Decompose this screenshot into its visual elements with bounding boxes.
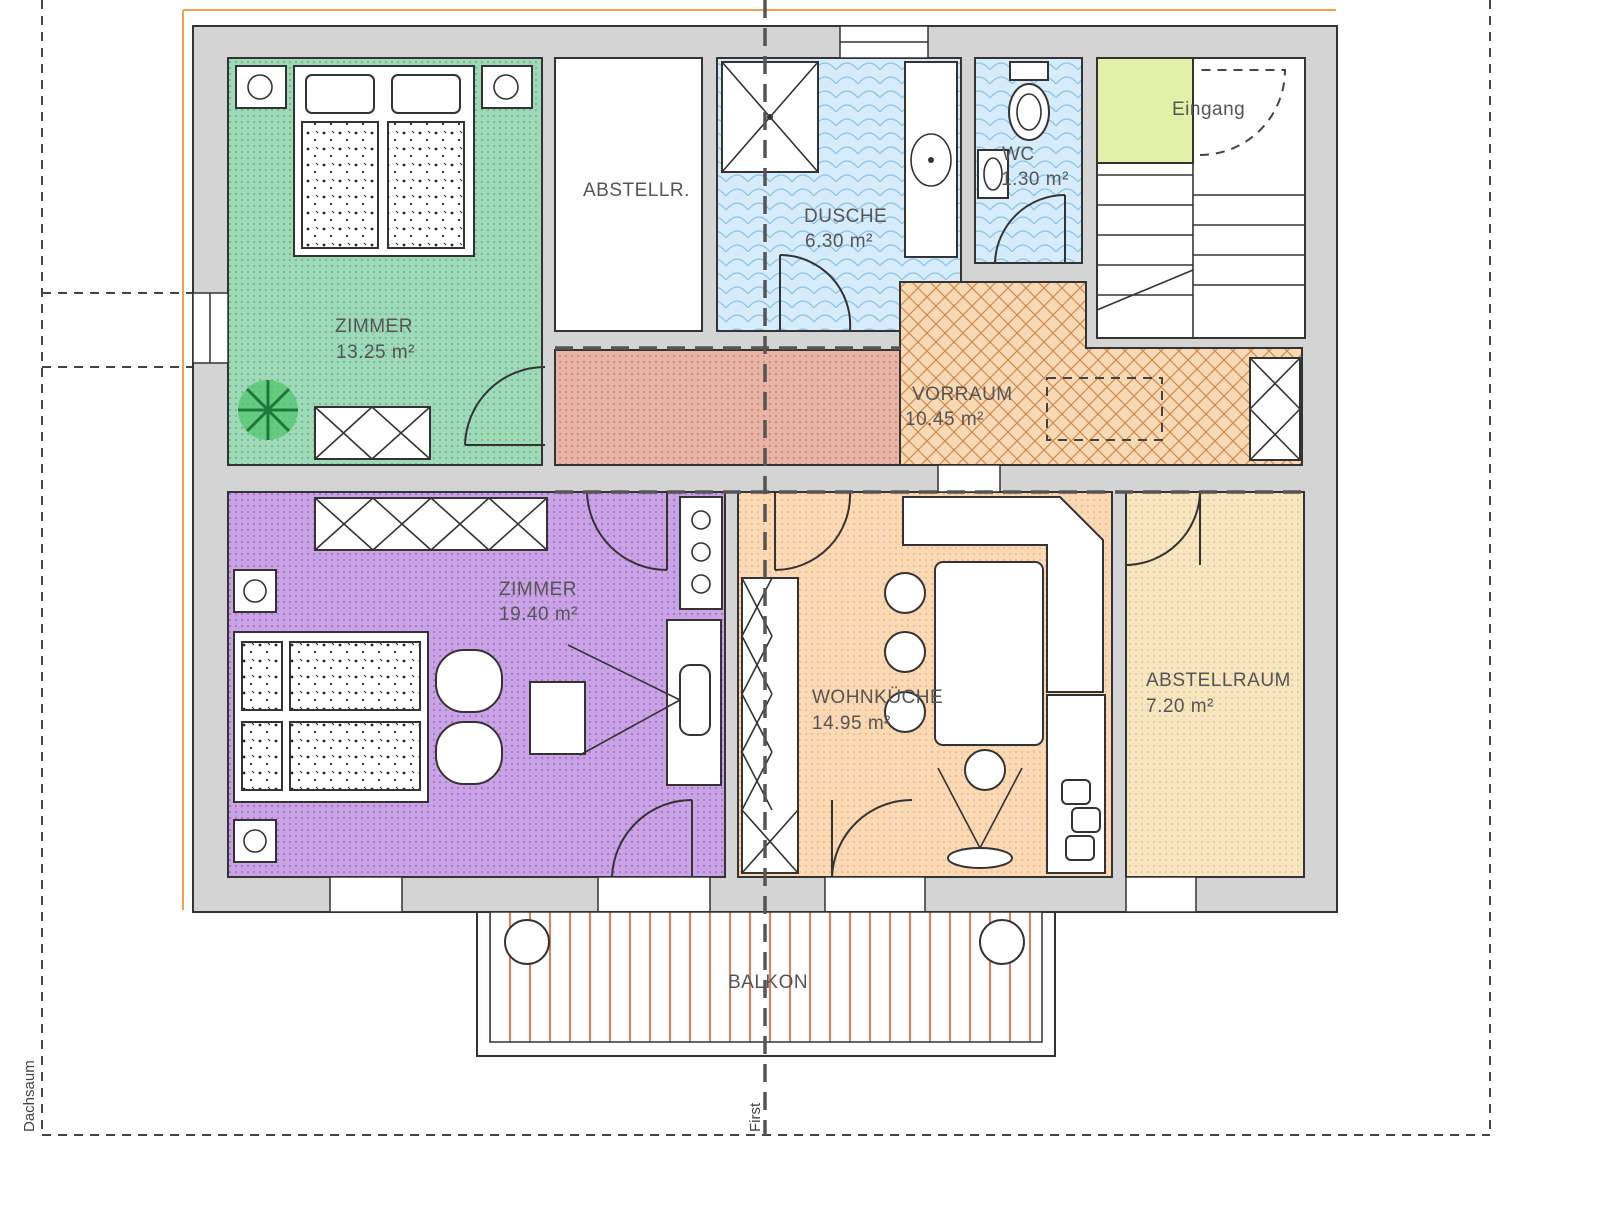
label-entrance: Eingang [1172,99,1245,120]
bar-stools [884,572,1006,791]
label-balkon-name: BALKON [728,972,808,993]
label-dusche-name: DUSCHE [804,206,887,227]
label-wc-name: WC [1002,144,1035,165]
room-abstellr [554,57,703,332]
room-abstellraum [1125,491,1305,878]
bed-double-1 [235,65,533,257]
label-dachsaum: Dachsaum [21,1060,38,1132]
desk-zimmer-2 [567,619,722,786]
wardrobe-zimmer-2 [314,497,548,551]
stove-icon [679,496,723,610]
tv-icon [937,767,1023,869]
label-wc-area: 1.30 m² [1001,169,1069,190]
toilet-icon [1008,61,1050,141]
label-zimmer-1-area: 13.25 m² [336,342,415,363]
shower-tray [721,61,819,173]
label-abstellr-name: ABSTELLR. [583,180,690,201]
label-zimmer-1-name: ZIMMER [335,316,413,337]
label-zimmer-2-area: 19.40 m² [499,604,578,625]
room-vorraum [899,281,1303,466]
washbasin-wc [977,149,1009,199]
cushions-icon [1061,779,1101,861]
cabinet-vorraum [1046,357,1301,461]
label-wohnkueche-area: 14.95 m² [812,713,891,734]
room-labels: ZIMMER 13.25 m² ABSTELLR. DUSCHE 6.30 m²… [335,99,1291,993]
label-vorraum-name: VORRAUM [912,384,1013,405]
label-abstellraum-area: 7.20 m² [1146,696,1214,717]
room-entrance [1096,57,1194,164]
label-abstellraum-name: ABSTELLRAUM [1146,670,1291,691]
doors [464,69,1287,878]
room-corridor [554,349,901,466]
shelf-wohnkueche [741,577,799,874]
plant-icon [238,380,298,440]
staircase [1096,58,1305,338]
wardrobe-zimmer-1 [314,406,431,460]
washbasin-dusche [904,61,958,258]
bed-double-2 [233,569,429,863]
label-dusche-area: 6.30 m² [805,231,873,252]
label-vorraum-area: 10.45 m² [905,409,984,430]
windows [192,25,1197,913]
label-zimmer-2-name: ZIMMER [499,579,577,600]
armchairs [435,649,586,785]
label-first: First [747,1102,764,1132]
label-wohnkueche-name: WOHNKÜCHE [812,687,943,708]
